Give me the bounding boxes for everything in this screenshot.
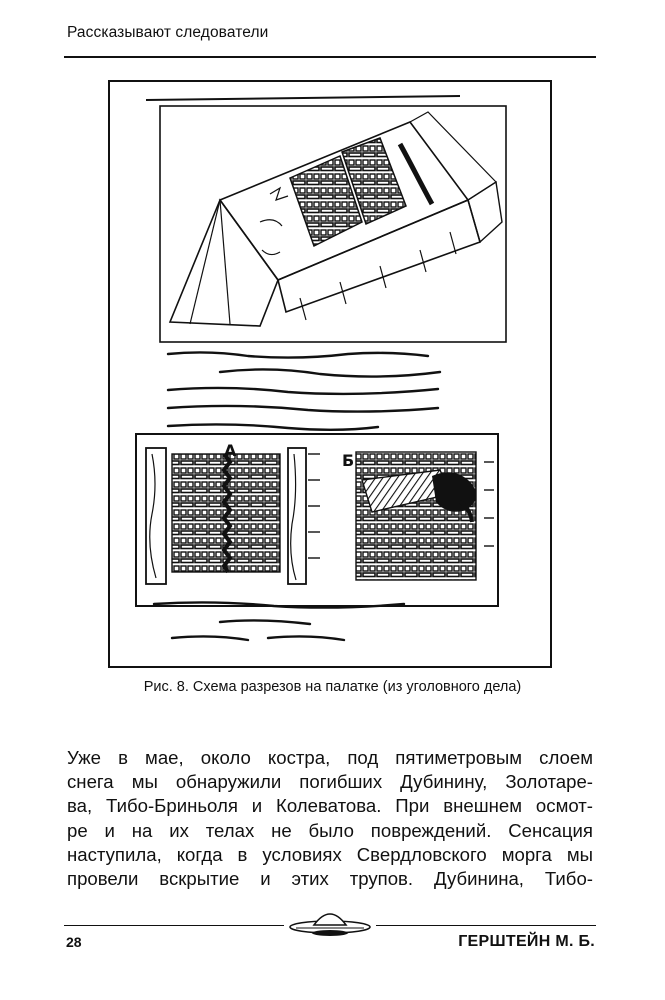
body-line: ва, Тибо-Бриньоля и Колеватова. При внеш… [67, 795, 593, 817]
handwritten-note-lower [152, 601, 406, 642]
body-paragraph: Уже в мае, около костра, под пятиметровы… [67, 746, 593, 891]
running-title: Рассказывают следователи [67, 24, 269, 41]
label-a: А [224, 441, 237, 460]
tent-sketch [145, 95, 507, 343]
footer-rule-left [64, 925, 284, 926]
body-line: ре и на их телах не было повреждений. Се… [67, 819, 593, 841]
body-line: Уже в мае, около костра, под пятиметровы… [67, 747, 593, 768]
label-b: Б [342, 451, 354, 470]
body-line: снега мы обнаружили погибших Дубинину, З… [67, 771, 593, 793]
header-rule [64, 56, 596, 58]
handwritten-note [166, 351, 442, 431]
tent-cut-scheme-illustration: А Б [135, 95, 507, 642]
author-name: ГЕРШТЕЙН М. Б. [458, 933, 595, 950]
page-number: 28 [66, 934, 82, 950]
fabric-scheme: А Б [135, 433, 499, 607]
body-line: наступила, когда в условиях Свердловског… [67, 843, 593, 865]
ufo-ornament-icon [289, 913, 371, 936]
body-line: провели вскрытие и этих трупов. Дубинина… [67, 868, 593, 890]
figure-caption: Рис. 8. Схема разрезов на палатке (из уг… [143, 679, 522, 695]
figure-frame: А Б [108, 80, 552, 668]
footer-rule-right [376, 925, 596, 926]
